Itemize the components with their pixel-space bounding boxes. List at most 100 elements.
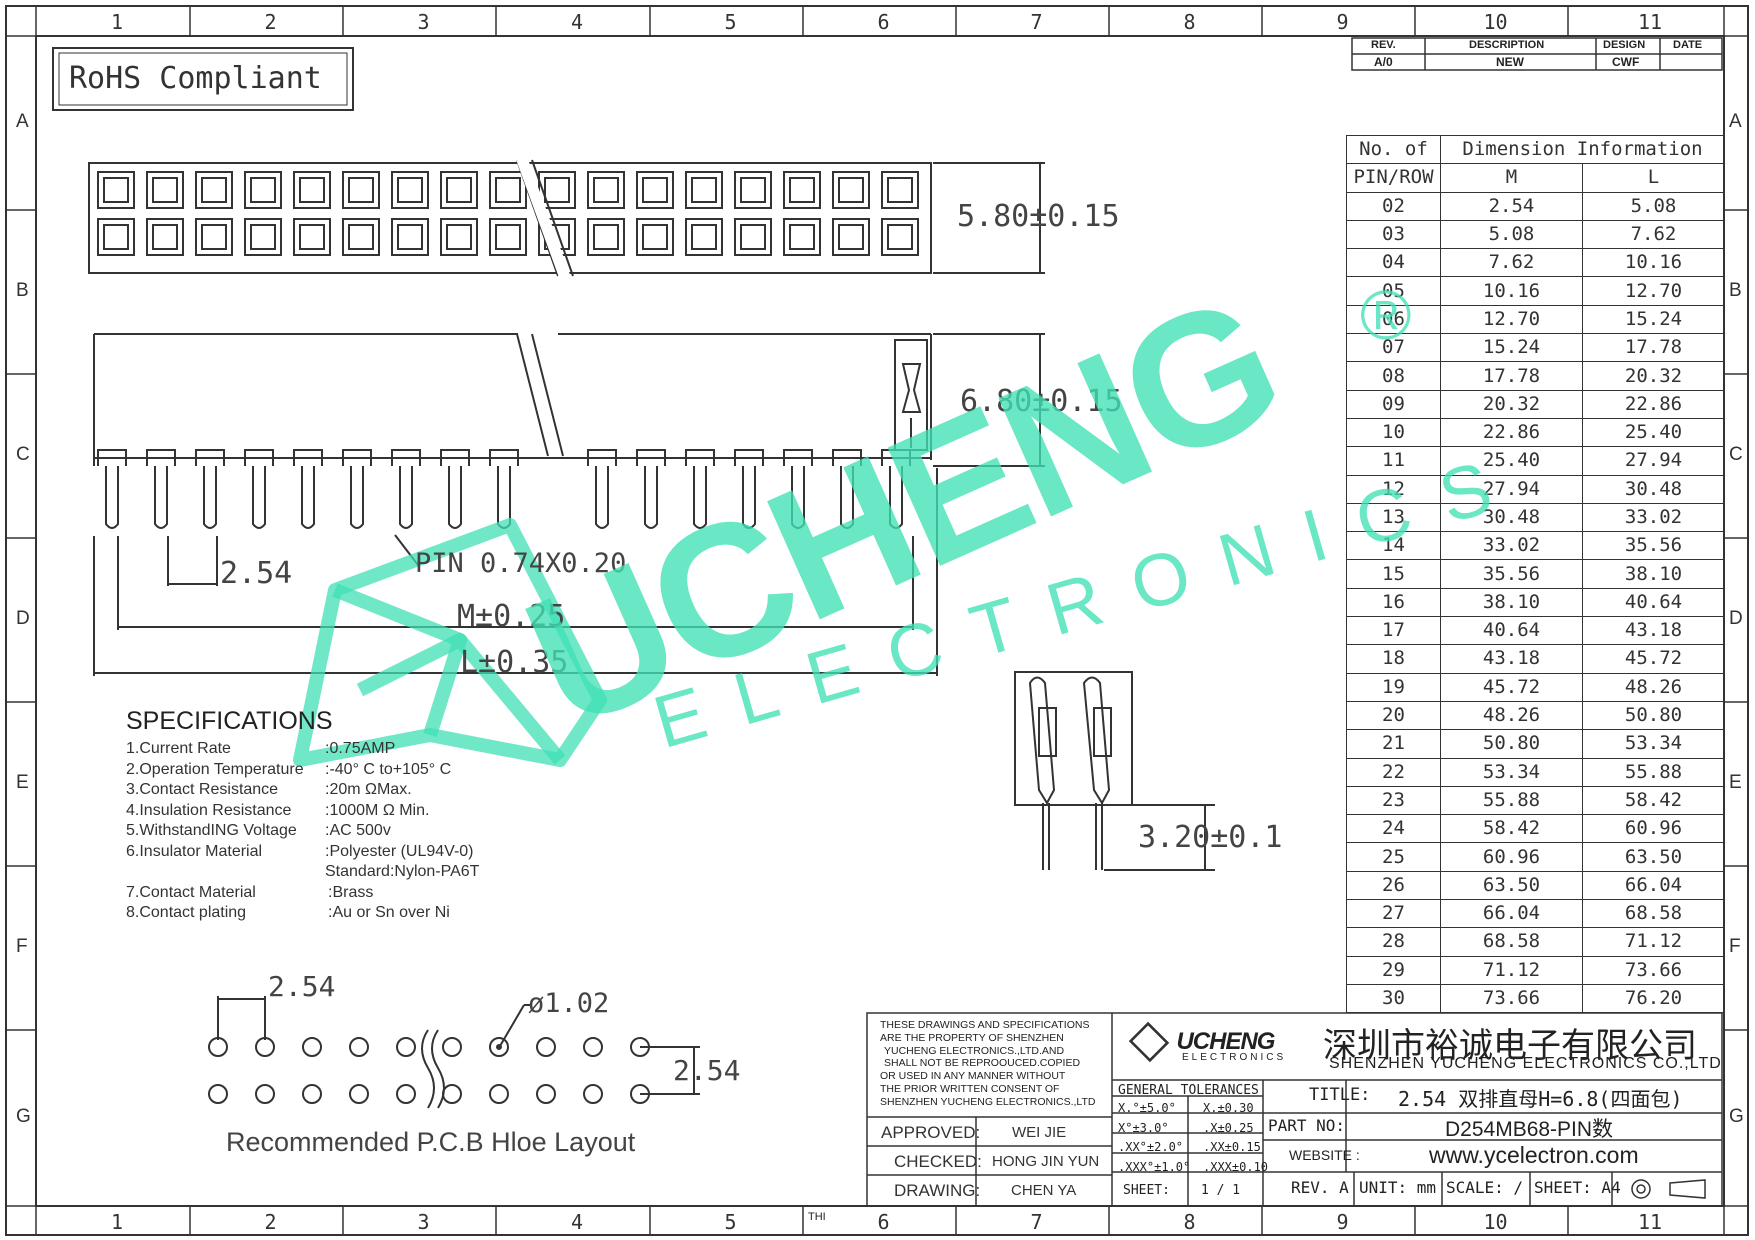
table-cell: 7.62	[1440, 248, 1583, 278]
spec-label: 3.Contact Resistance	[126, 781, 279, 798]
table-cell: 38.10	[1582, 559, 1725, 589]
table-cell: 17.78	[1582, 333, 1725, 363]
table-header-pin-row: PIN/ROW	[1346, 163, 1441, 193]
column-label: 1	[110, 10, 124, 34]
table-cell: 22.86	[1582, 389, 1725, 419]
table-cell: 14	[1346, 531, 1441, 561]
table-cell: 30.48	[1582, 474, 1725, 504]
row-label: C	[16, 444, 30, 465]
rev-header-rev: REV.	[1371, 39, 1396, 51]
table-cell: 53.34	[1440, 757, 1583, 787]
website-value: www.ycelectron.com	[1429, 1142, 1639, 1168]
column-label: 8	[1183, 1210, 1196, 1234]
l-dimension: L±0.35	[460, 645, 569, 680]
row-label: A	[1729, 111, 1742, 132]
revision-block	[1351, 37, 1723, 71]
table-header-pin-count: No. of	[1346, 134, 1441, 165]
company-name-en: SHENZHEN YUCHENG ELECTRONICS CO.,LTD	[1329, 1055, 1722, 1072]
table-cell: 13	[1346, 502, 1441, 533]
table-cell: 22	[1346, 757, 1441, 787]
rev-design-value: CWF	[1612, 55, 1640, 69]
notice-line: SHENZHEN YUCHENG ELECTRONICS.,LTD	[880, 1095, 1096, 1108]
table-cell: 19	[1346, 672, 1441, 702]
pcb-caption: Recommended P.C.B Hloe Layout	[226, 1127, 636, 1157]
spec-label: 6.Insulator Material	[126, 842, 263, 860]
table-cell: 10.16	[1582, 248, 1725, 278]
table-cell: 23	[1346, 785, 1441, 816]
title-value: 2.54 双排直母H=6.8(四面包)	[1398, 1087, 1683, 1111]
row-label: F	[16, 936, 28, 957]
tolerance-value: .XX°±2.0°	[1118, 1140, 1184, 1154]
spec-value: :0.75AMP	[325, 740, 396, 757]
table-cell: 27	[1346, 899, 1441, 929]
logo-icon	[1128, 1021, 1170, 1063]
title-label: TITLE:	[1309, 1085, 1371, 1105]
table-cell: 71.12	[1582, 927, 1725, 957]
side-height-dimension: 6.80±0.15	[960, 384, 1123, 419]
checked-label: CHECKED:	[894, 1152, 982, 1171]
website-label: WEBSITE :	[1289, 1147, 1360, 1163]
spec-value: :-40° C to+105° C	[325, 760, 452, 778]
table-cell: 60.96	[1440, 842, 1583, 872]
row-label: A	[16, 111, 29, 132]
table-cell: 35.56	[1440, 559, 1583, 589]
unit-label: UNIT: mm	[1359, 1178, 1437, 1197]
table-cell: 35.56	[1582, 531, 1725, 561]
tolerance-value: X.±0.30	[1203, 1101, 1254, 1115]
table-cell: 40.64	[1582, 587, 1725, 618]
spec-label: 5.WithstandING Voltage	[126, 822, 297, 839]
pcb-layout	[208, 996, 700, 1109]
row-label: G	[1729, 1106, 1744, 1127]
rohs-badge: RoHS Compliant	[69, 61, 322, 96]
rev-header-design: DESIGN	[1603, 39, 1646, 51]
table-cell: 15.24	[1440, 333, 1583, 363]
notice-line: THESE DRAWINGS AND SPECIFICATIONS	[880, 1019, 1090, 1031]
column-label: 5	[724, 10, 737, 34]
tolerance-title: GENERAL TOLERANCES	[1118, 1083, 1259, 1098]
row-label: D	[1729, 608, 1743, 629]
table-cell: 18	[1346, 644, 1441, 674]
table-cell: 20	[1346, 700, 1441, 731]
table-cell: 09	[1346, 389, 1441, 419]
row-label: B	[1729, 280, 1742, 301]
spec-label: 8.Contact plating	[126, 904, 247, 921]
table-cell: 58.42	[1440, 814, 1583, 844]
checked-value: HONG JIN YUN	[992, 1153, 1100, 1170]
sheet-value: 1 / 1	[1201, 1183, 1241, 1198]
pitch-dimension: 2.54	[220, 556, 293, 591]
spec-label: 2.Operation Temperature	[126, 760, 304, 778]
pcb-hole-diameter: ø1.02	[528, 988, 610, 1019]
column-label: 2	[264, 10, 277, 34]
column-label: 3	[417, 1210, 430, 1234]
top-view	[88, 158, 1045, 279]
table-cell: 66.04	[1440, 899, 1583, 929]
table-cell: 17	[1346, 616, 1441, 646]
bottom-marker: THI	[808, 1211, 826, 1223]
table-cell: 25.40	[1582, 417, 1725, 448]
table-cell: 48.26	[1440, 700, 1583, 731]
table-cell: 10	[1346, 417, 1441, 448]
spec-value: :AC 500v	[325, 822, 391, 839]
table-cell: 53.34	[1582, 729, 1725, 759]
logo-text: UCHENG	[1176, 1028, 1275, 1055]
row-label: G	[16, 1106, 31, 1127]
column-label: 10	[1483, 1210, 1508, 1234]
spec-value: :Polyester (UL94V-0)	[325, 842, 474, 860]
table-cell: 43.18	[1440, 644, 1583, 674]
rev-header-date: DATE	[1673, 39, 1703, 51]
pcb-pitch-horizontal: 2.54	[268, 970, 336, 1003]
